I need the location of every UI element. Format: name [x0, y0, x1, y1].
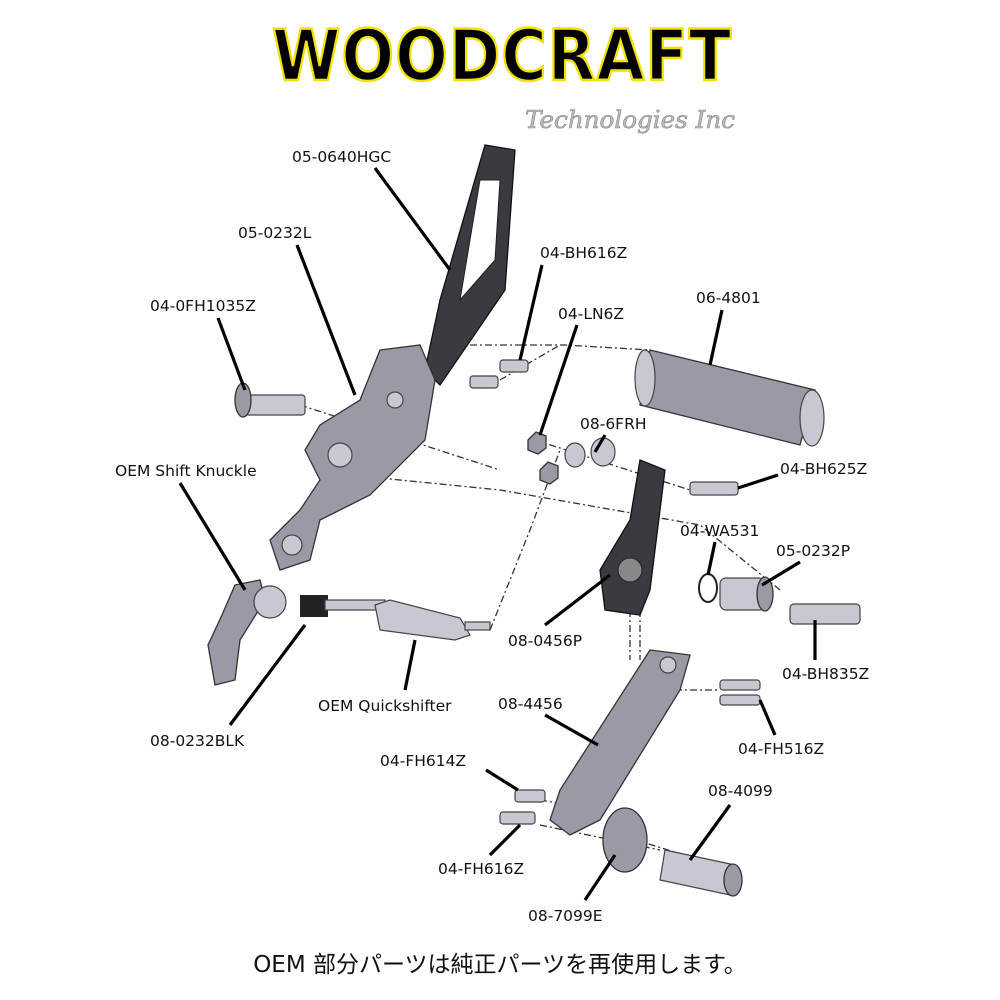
woodcraft-logo: WOODCRAFT Technologies Inc	[271, 14, 736, 135]
leader-lines	[178, 167, 817, 901]
label-08-0232BLK: 08-0232BLK	[150, 732, 245, 750]
label-04-WA531: 04-WA531	[680, 522, 759, 540]
label-04-BH835Z: 04-BH835Z	[782, 665, 869, 683]
bolt-04-BH835Z	[789, 603, 861, 625]
nuts-04-LN6Z	[527, 431, 559, 485]
part-labels: 05-0640HGC 05-0232L 04-0FH1035Z 04-BH616…	[115, 148, 869, 925]
label-06-4801: 06-4801	[696, 289, 761, 307]
bolt-04-0FH1035Z	[234, 382, 306, 418]
footpeg-06-4801	[634, 349, 825, 447]
quickshifter-oem	[374, 599, 491, 641]
label-04-BH625Z: 04-BH625Z	[780, 460, 867, 478]
label-04-LN6Z: 04-LN6Z	[558, 305, 624, 323]
rod-08-0232BLK	[300, 595, 386, 617]
label-08-6FRH: 08-6FRH	[580, 415, 647, 433]
bushing-05-0232P	[719, 576, 774, 612]
footer-note: OEM 部分パーツは純正パーツを再使用します。	[253, 952, 747, 978]
bolts-04-FH614Z-04-FH616Z	[499, 789, 546, 825]
arm-08-0456P	[599, 459, 666, 616]
label-oem-quickshifter: OEM Quickshifter	[318, 697, 452, 715]
label-oem-shift-knuckle: OEM Shift Knuckle	[115, 462, 257, 480]
label-08-4456: 08-4456	[498, 695, 563, 713]
hanger-bracket-05-0640HGC	[424, 144, 516, 387]
toe-peg-08-4099	[659, 849, 743, 897]
pedal-arm-08-4456	[549, 649, 691, 836]
main-plate-05-0232L	[269, 344, 436, 571]
bolt-04-BH625Z	[689, 481, 739, 496]
label-04-0FH1035Z: 04-0FH1035Z	[150, 297, 256, 315]
label-05-0640HGC: 05-0640HGC	[292, 148, 391, 166]
label-04-FH516Z: 04-FH516Z	[738, 740, 824, 758]
bolts-04-BH616Z	[469, 359, 529, 389]
label-08-7099E: 08-7099E	[528, 907, 603, 925]
label-05-0232L: 05-0232L	[238, 224, 312, 242]
label-08-0456P: 08-0456P	[508, 632, 582, 650]
label-05-0232P: 05-0232P	[776, 542, 850, 560]
washer-04-WA531	[698, 573, 718, 603]
label-08-4099: 08-4099	[708, 782, 773, 800]
label-04-BH616Z: 04-BH616Z	[540, 244, 627, 262]
label-04-FH616Z: 04-FH616Z	[438, 860, 524, 878]
spacers-08-6FRH	[564, 437, 616, 468]
label-04-FH614Z: 04-FH614Z	[380, 752, 466, 770]
bolts-04-FH516Z	[719, 679, 761, 706]
shift-knuckle-oem	[207, 579, 287, 686]
logo-subtitle: Technologies Inc	[525, 106, 735, 134]
logo-brand: WOODCRAFT	[272, 15, 732, 97]
